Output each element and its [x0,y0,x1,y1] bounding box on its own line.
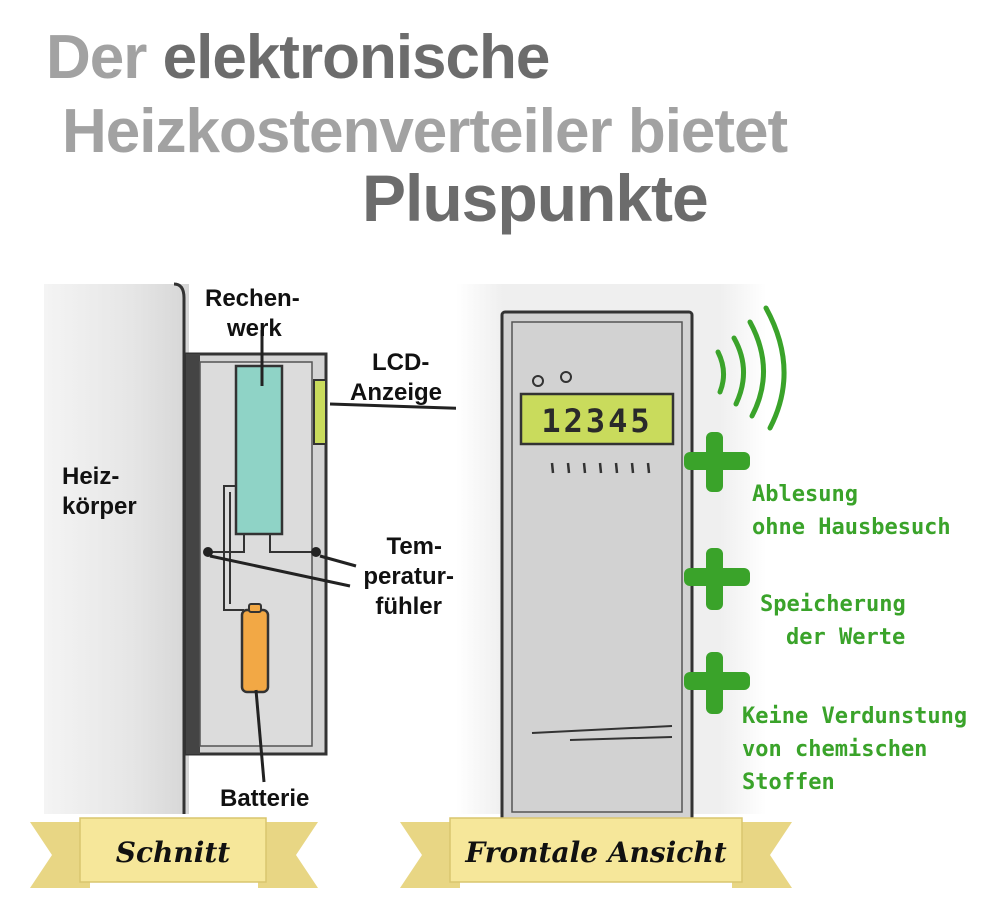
temp-pointer-1 [209,554,351,588]
temp-pointer-2 [319,554,357,568]
title-line-1: Der elektronische [46,22,551,93]
device-front [500,310,694,824]
benefit-1: Ablesung ohne Hausbesuch [752,482,951,540]
title-prefix: Der [46,23,147,92]
lcd-value: 12345 [541,402,652,440]
banner-schnitt: Schnitt [30,817,318,888]
temp-sensor-right [311,547,321,557]
battery-pointer [254,689,266,783]
label-lcd-anzeige: LCD- Anzeige [350,349,443,406]
benefit-3: Keine Verdunstung von chemischen Stoffen [742,704,968,795]
radiator-outline [173,282,186,814]
label-batterie: Batterie [220,785,310,812]
temp-sensor-left [203,547,213,557]
banner-frontale-ansicht: Frontale Ansicht [400,817,792,888]
benefit-2: Speicherung der Werte [760,592,906,650]
wireless-signal-icon [715,305,787,431]
circuit-board [234,364,284,536]
label-heizkoerper: Heiz- körper [62,463,137,520]
label-rechenwerk: Rechen- werk [205,285,300,342]
title-line-2: Heizkostenverteiler bietet [62,97,788,166]
plus-icon [684,432,750,492]
radiator-body [44,284,189,814]
lcd-display [519,392,675,446]
label-temperaturfuehler: Tem- peratur- fühler [363,533,454,620]
lcd-side [313,379,327,445]
battery [240,608,270,694]
frontal-view [456,284,787,824]
title-line-3: Pluspunkte [362,161,709,235]
title-keyword: elektronische [162,23,551,92]
banner-schnitt-label: Schnitt [116,836,231,869]
distributor-backplate [186,354,200,754]
plus-icon [684,652,750,714]
banner-frontal-label: Frontale Ansicht [464,836,726,869]
section-view [44,282,541,814]
plus-icon [684,548,750,610]
